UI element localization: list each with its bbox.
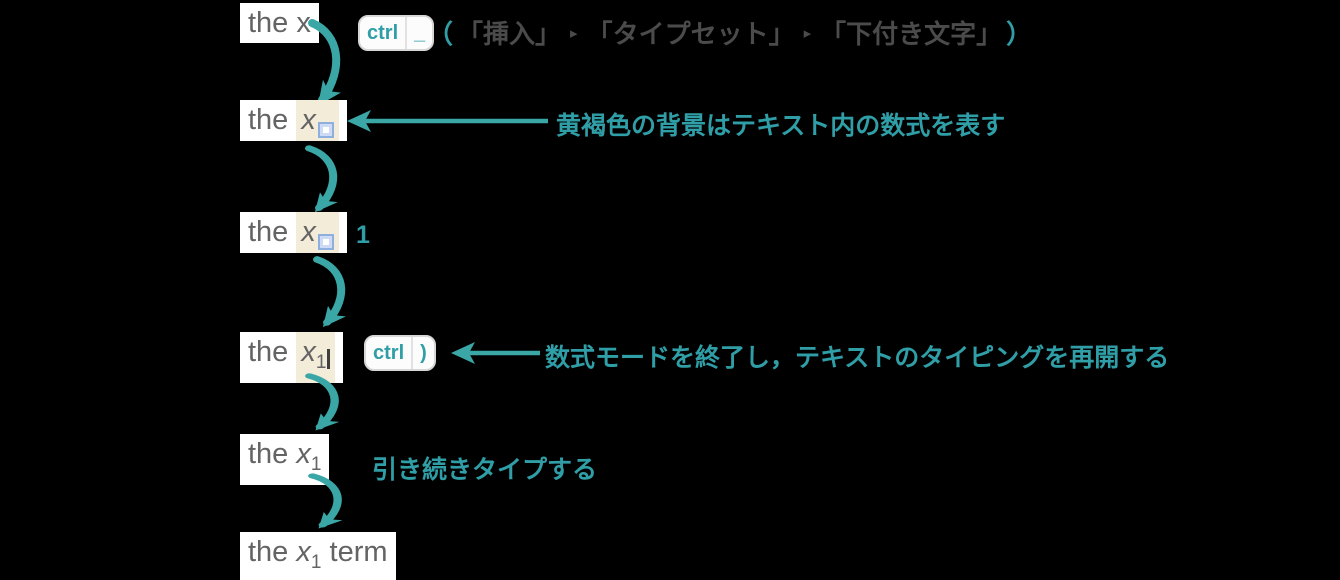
snippet-prefix: the [248, 104, 297, 136]
math-placeholder-icon [317, 122, 334, 138]
editor-snippet-step1: the x [240, 3, 319, 43]
math-background-note: 黄褐色の背景はテキスト内の数式を表す [556, 112, 1006, 140]
math-variable: x [301, 216, 316, 248]
typed-character: 1 [356, 221, 370, 249]
menu-breadcrumb-icon: ▸ [570, 25, 578, 42]
subscript-digit: 1 [310, 552, 322, 573]
flow-arrow-down-icon [308, 19, 341, 106]
snippet-prefix: the [248, 438, 297, 470]
editor-snippet-step4: the x1 [240, 332, 344, 383]
text-cursor [327, 349, 331, 369]
exit-math-note: 数式モードを終了し，テキストのタイピングを再開する [545, 344, 1170, 372]
shortcut-key-ctrl-underscore: ctrl _ [358, 15, 435, 51]
math-segment: x [296, 100, 339, 141]
key-modifier-label: ctrl [366, 337, 414, 369]
key-modifier-label: ctrl [360, 17, 408, 49]
snippet-suffix: term [321, 536, 388, 568]
pointer-arrow-left-icon [347, 110, 548, 132]
math-variable: x [296, 536, 311, 568]
menu-item-typeset: 「タイプセット」 [586, 19, 795, 49]
key-symbol-label: _ [414, 22, 426, 44]
math-segment: x1 [296, 332, 336, 383]
key-symbol-label: ) [420, 342, 427, 364]
subscript-digit: 1 [315, 352, 327, 373]
subscript-digit: 1 [310, 454, 322, 475]
snippet-prefix: the [248, 336, 297, 368]
pointer-arrow-left-icon [451, 342, 540, 364]
flow-arrow-down-icon [308, 473, 343, 529]
flow-arrow-down-icon [305, 145, 338, 213]
snippet-prefix: the [248, 536, 297, 568]
math-variable: x [301, 104, 316, 136]
menu-breadcrumb-icon: ▸ [803, 25, 812, 42]
continue-typing-note: 引き続きタイプする [372, 456, 598, 484]
close-paren: ） [1006, 19, 1033, 49]
editor-snippet-step2: the x [240, 100, 347, 141]
editor-snippet-step3: the x [240, 212, 347, 253]
menu-item-insert: 「挿入」 [457, 19, 562, 49]
snippet-text: the x [248, 7, 311, 39]
snippet-prefix: the [248, 216, 297, 248]
menu-item-subscript: 「下付き文字」 [820, 19, 1003, 49]
math-variable: x [296, 438, 311, 470]
shortcut-key-ctrl-rparen: ctrl ) [364, 335, 436, 371]
math-placeholder-icon [317, 234, 334, 250]
editor-snippet-step6: the x1 term [240, 532, 396, 580]
math-variable: x [301, 336, 316, 368]
open-paren: （ [427, 19, 454, 49]
flow-arrow-down-icon [305, 373, 340, 431]
menu-path-annotation: （ 「挿入」 ▸ 「タイプセット」 ▸ 「下付き文字」 ） [427, 16, 1032, 52]
math-segment: x [296, 212, 339, 253]
flow-arrow-down-icon [313, 256, 346, 328]
